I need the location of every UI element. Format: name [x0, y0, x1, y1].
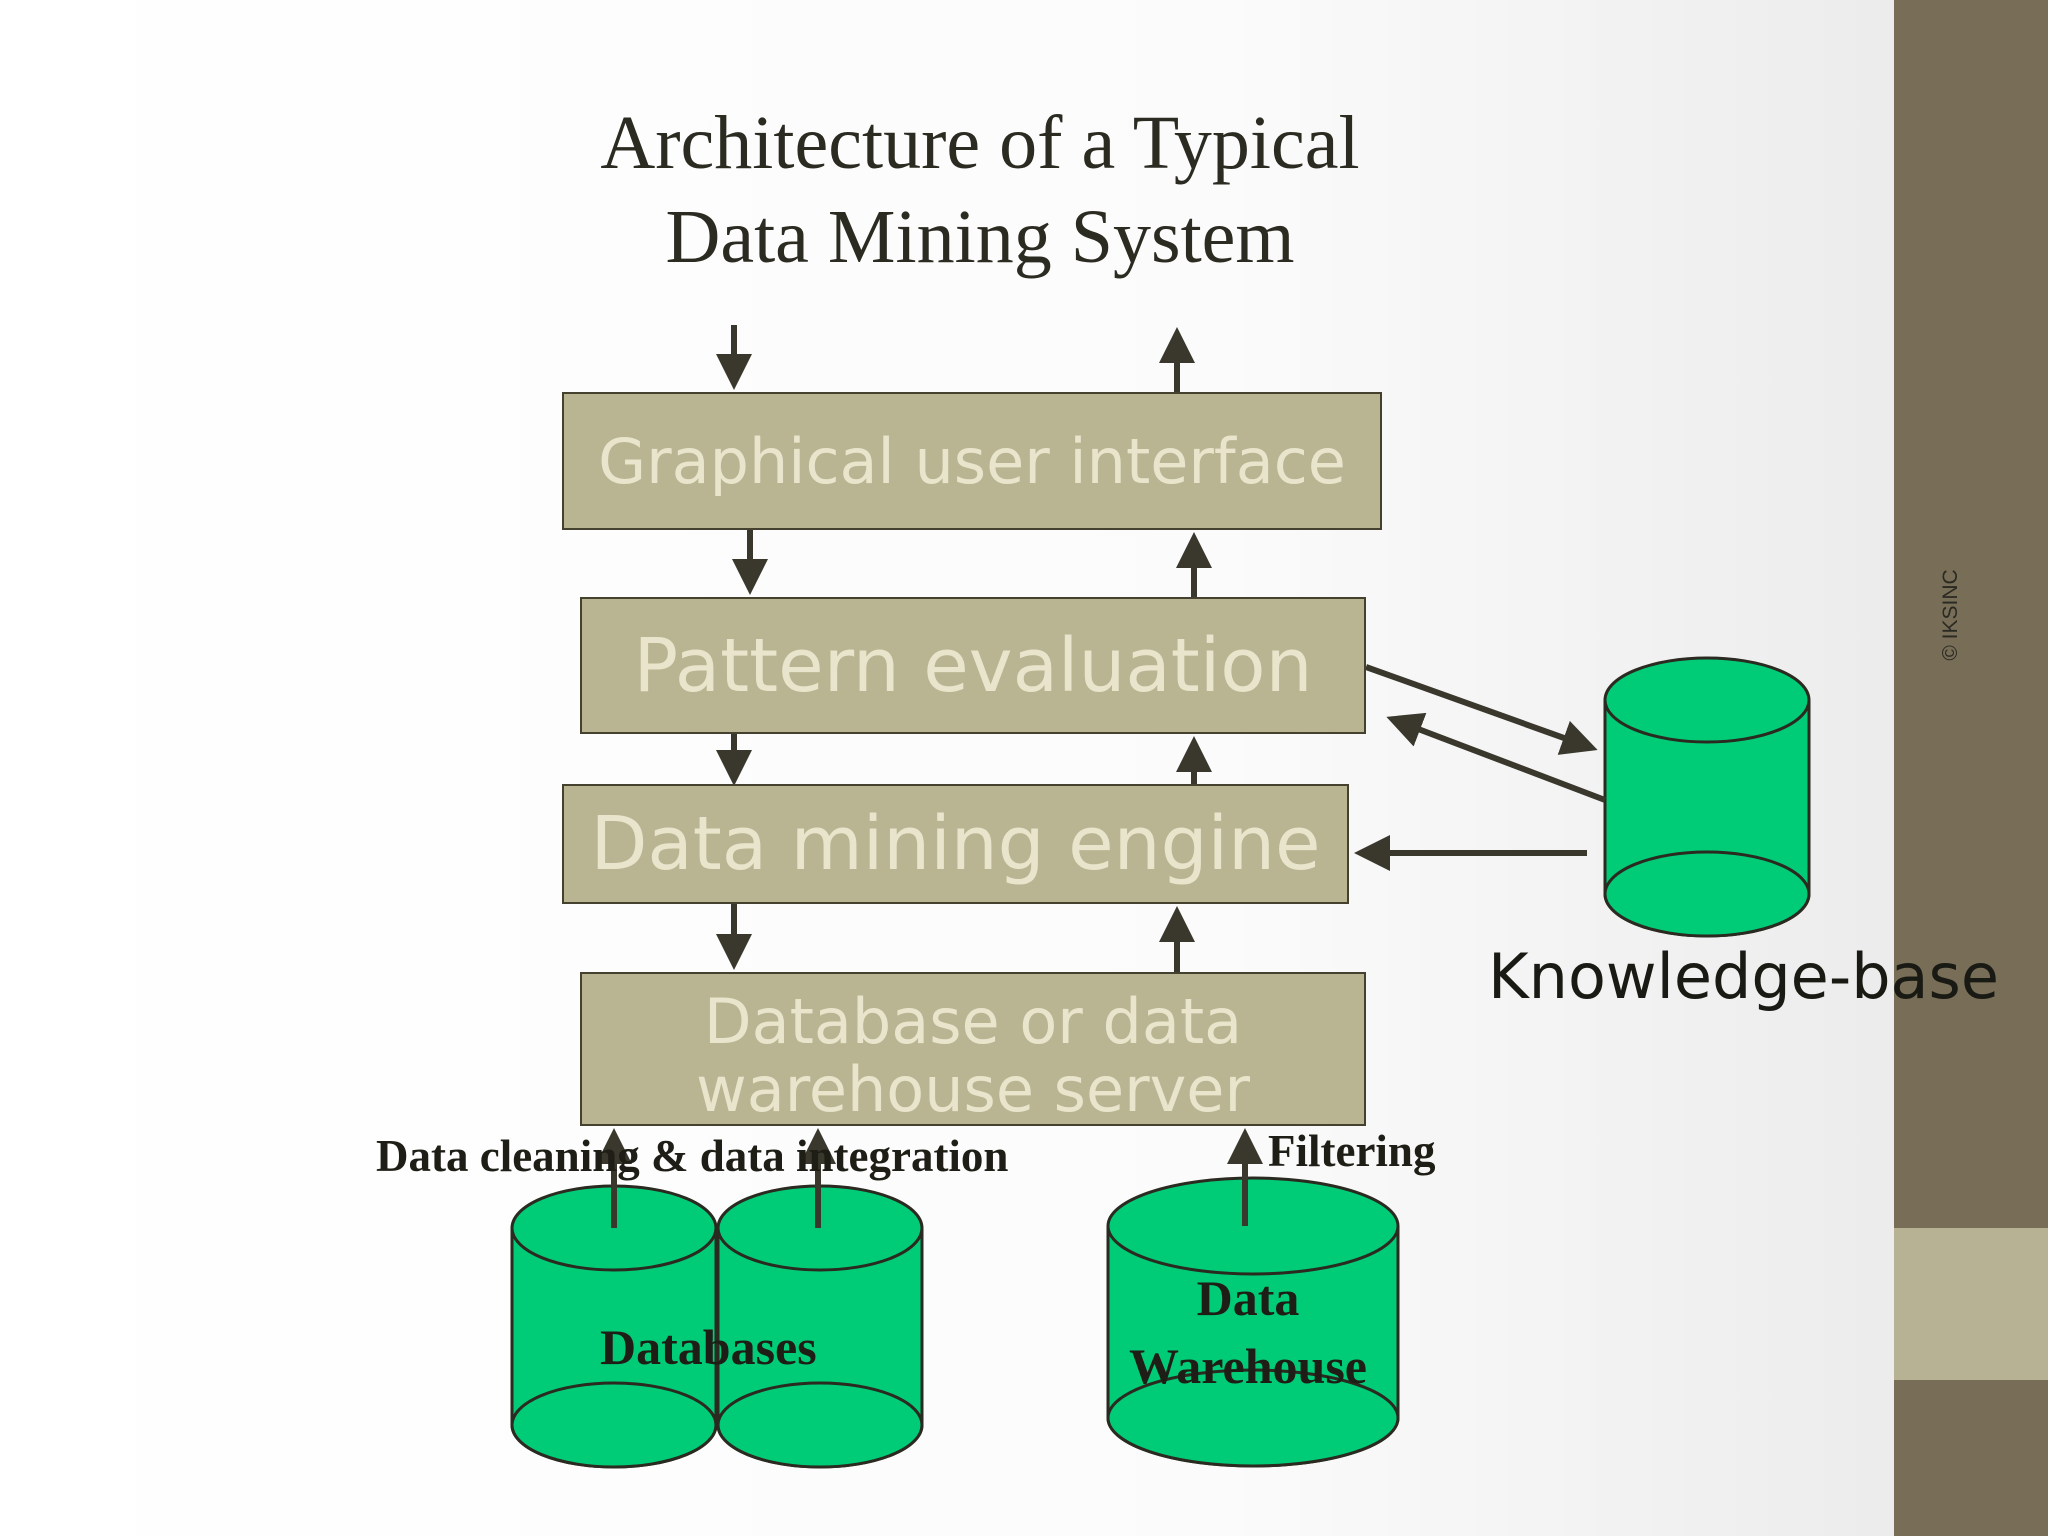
title-line-1: Architecture of a Typical: [600, 101, 1360, 185]
filtering-label: Filtering: [1268, 1126, 1436, 1176]
warehouse-label-line-2: Warehouse: [1129, 1338, 1367, 1394]
data-warehouse-label: Data Warehouse: [1108, 1264, 1388, 1400]
pattern-evaluation-label: Pattern evaluation: [633, 622, 1313, 709]
database-cylinder-1: [510, 1184, 718, 1469]
title-line-2: Data Mining System: [665, 195, 1295, 279]
data-cleaning-label: Data cleaning & data integration: [376, 1131, 1009, 1181]
mining-engine-layer: Data mining engine: [562, 784, 1349, 904]
arrow-kb-to-pattern: [1386, 712, 1607, 803]
gui-layer-label: Graphical user interface: [598, 424, 1346, 498]
knowledge-base-cylinder: [1603, 656, 1811, 938]
mining-engine-label: Data mining engine: [590, 801, 1321, 887]
databases-label: Databases: [600, 1319, 817, 1375]
server-label-line-2: warehouse server: [696, 1053, 1250, 1126]
warehouse-label-line-1: Data: [1196, 1270, 1300, 1326]
slide-title: Architecture of a Typical Data Mining Sy…: [480, 96, 1480, 284]
arrow-pattern-to-kb: [1364, 664, 1598, 755]
data-warehouse-cylinder: [1106, 1176, 1400, 1468]
knowledge-base-label: Knowledge-base: [1488, 940, 1999, 1013]
gui-layer: Graphical user interface: [562, 392, 1382, 530]
sidebar-accent-band: [1894, 1228, 2048, 1380]
server-label-line-1: Database or data: [703, 985, 1243, 1058]
server-layer: Database or data warehouse server: [580, 972, 1366, 1126]
pattern-evaluation-layer: Pattern evaluation: [580, 597, 1366, 734]
